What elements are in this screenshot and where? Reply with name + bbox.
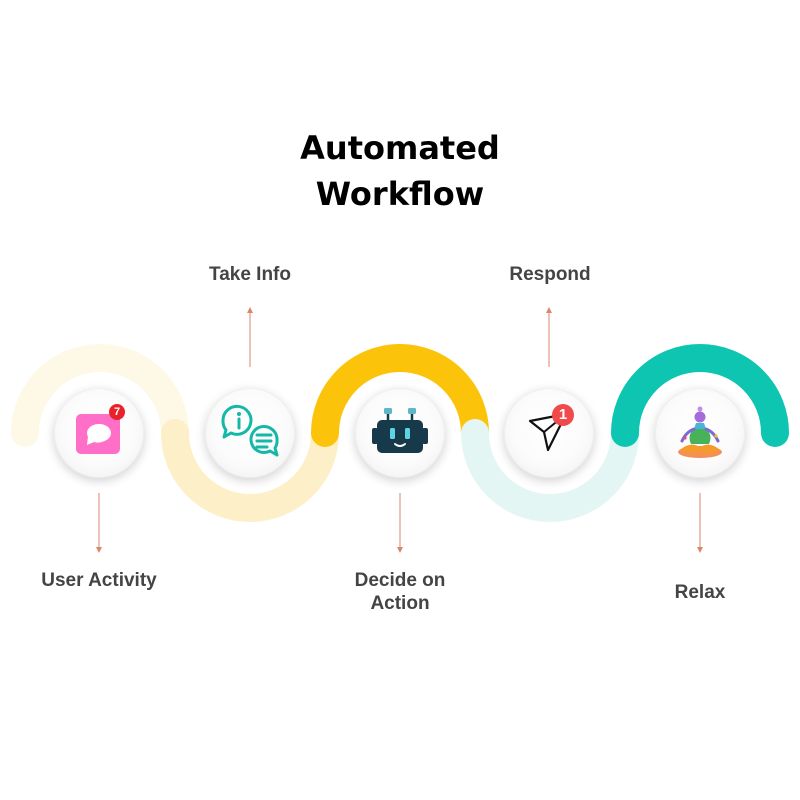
step-label-take-info: Take Info: [170, 263, 330, 286]
meditation-icon: [655, 388, 745, 478]
step-node-relax: [655, 388, 745, 478]
step-label-relax: Relax: [620, 581, 780, 604]
step-label-user-activity: User Activity: [20, 569, 178, 592]
send-notification-icon: [504, 388, 594, 478]
step-label-decide-on-action: Decide on Action: [340, 569, 460, 615]
step-node-respond: 1: [504, 388, 594, 478]
notification-badge: 7: [109, 404, 125, 420]
notification-badge: 1: [552, 404, 574, 426]
info-chat-icon: [205, 388, 295, 478]
step-node-decide-on-action: [355, 388, 445, 478]
step-node-take-info: [205, 388, 295, 478]
robot-icon: [355, 388, 445, 478]
step-label-respond: Respond: [470, 263, 630, 286]
step-node-user-activity: 7: [54, 388, 144, 478]
message-notification-icon: [54, 388, 144, 478]
